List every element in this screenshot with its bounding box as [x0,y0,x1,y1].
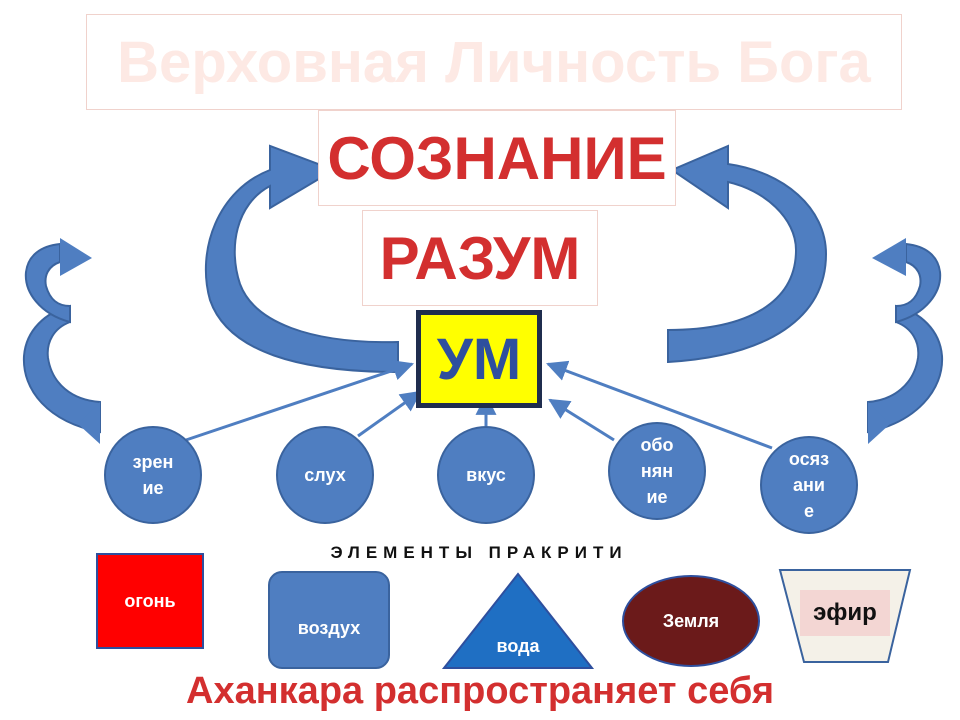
title-box: Верховная Личность Бога [86,14,902,110]
element-ether-label: эфир [813,599,877,626]
element-earth: Земля [622,575,760,667]
water-triangle [441,572,595,669]
curved-arrow-right-large [667,144,828,364]
consciousness-box: СОЗНАНИЕ [318,110,676,206]
element-ether: эфир [800,590,890,636]
element-water-label: вода [496,636,540,656]
sense-taste: вкус [437,426,535,524]
sense-hearing: слух [276,426,374,524]
elements-heading: ЭЛЕМЕНТЫ ПРАКРИТИ [330,543,628,562]
consciousness-text: СОЗНАНИЕ [327,124,667,192]
arrow-hearing-to-mind [357,390,422,438]
curved-arrow-left-large [204,144,399,374]
curved-arrow-left-small [22,238,101,444]
curved-arrow-right-small [867,238,944,444]
element-air: воздух [268,571,390,669]
intellect-box: РАЗУМ [362,210,598,306]
arrow-sight-to-mind [185,360,414,442]
mind-box: УМ [416,310,542,408]
element-earth-label: Земля [662,610,720,631]
intellect-text: РАЗУМ [379,224,581,292]
element-air-label: воздух [297,617,361,638]
sense-hearing-label: слух [304,465,346,485]
arrow-smell-to-mind [548,398,615,442]
mind-text: УМ [436,326,522,392]
title-text: Верховная Личность Бога [117,29,871,95]
footer-text: Аханкара распространяет себя [186,670,774,712]
sense-taste-label: вкус [466,465,506,485]
element-fire: огонь [96,553,204,649]
element-fire-label: огонь [124,590,176,611]
arrow-touch-to-mind [546,360,773,450]
